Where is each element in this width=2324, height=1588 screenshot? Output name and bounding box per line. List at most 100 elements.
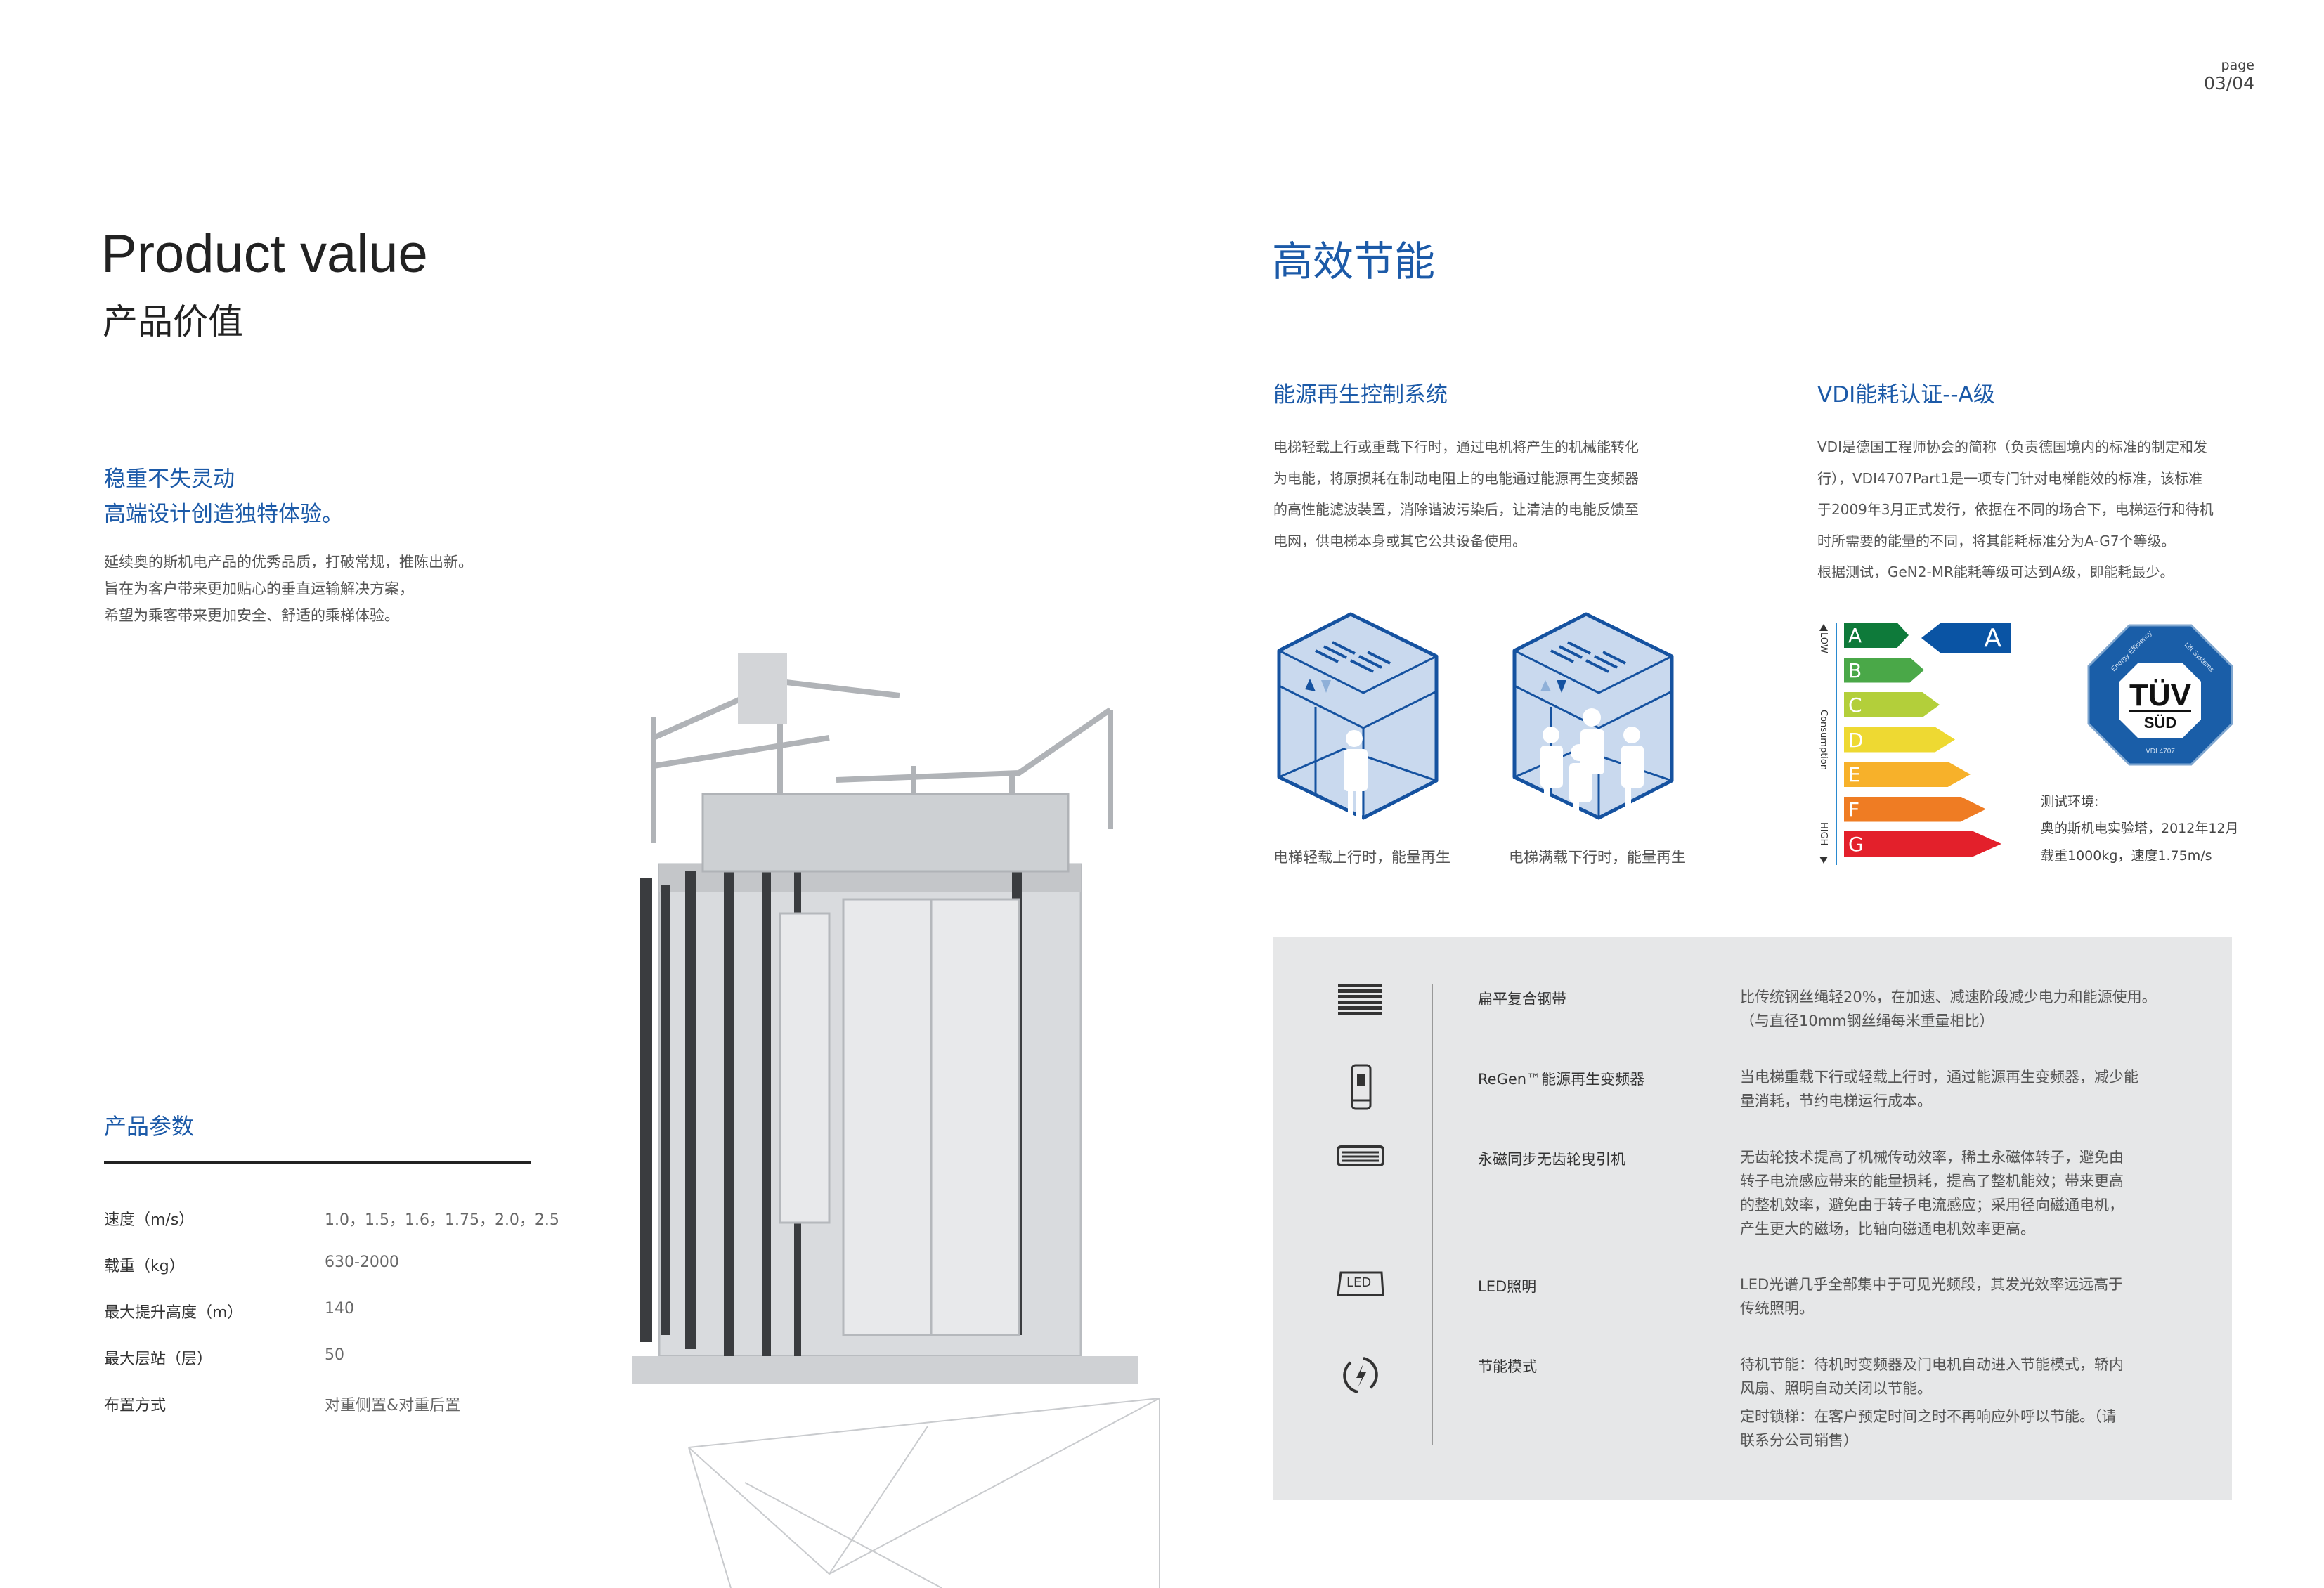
page-title: Product value xyxy=(101,224,428,284)
page-subtitle: 产品价值 xyxy=(103,301,243,342)
params-title: 产品参数 xyxy=(104,1113,195,1140)
axis-low: LOW xyxy=(1818,632,1829,653)
feature-description-line: 传统照明。 xyxy=(1740,1300,1814,1317)
paragraph-line: 电梯轻载上行或重载下行时，通过电机将产生的机械能转化 xyxy=(1273,438,1639,455)
grade-letter: E xyxy=(1848,763,1861,786)
axis-high: HIGH xyxy=(1818,822,1829,846)
paragraph-line: 的高性能滤波装置，消除谐波污染后，让清洁的电能反馈至 xyxy=(1273,501,1639,518)
feature-description-line: 比传统钢丝绳轻20%，在加速、减速阶段减少电力和能源使用。 xyxy=(1740,989,2157,1005)
grade-bar-d: D xyxy=(1844,727,1955,753)
feature-title: 扁平复合钢带 xyxy=(1478,991,1566,1008)
elevator-illustration xyxy=(632,653,1160,1588)
feature-description-line: 当电梯重载下行或轻载上行时，通过能源再生变频器，减少能 xyxy=(1740,1069,2138,1086)
feature-description-line: LED光谱几乎全部集中于可见光频段，其发光效率远远高于 xyxy=(1740,1276,2124,1293)
grade-bar-c: C xyxy=(1844,692,1940,717)
feature-description-line: 无齿轮技术提高了机械传动效率，稀土永磁体转子，避免由 xyxy=(1740,1149,2124,1166)
paragraph-line: 于2009年3月正式发行，依据在不同的场合下，电梯运行和待机 xyxy=(1817,501,2214,518)
flat-belt-icon xyxy=(1335,982,1386,1033)
led-icon: LED xyxy=(1335,1270,1386,1320)
axis-consumption: Consumption xyxy=(1818,710,1829,771)
slogan-line: 稳重不失灵动 xyxy=(104,467,235,492)
regen-paragraph: 电梯轻载上行或重载下行时，通过电机将产生的机械能转化为电能，将原损耗在制动电阻上… xyxy=(1273,431,1639,557)
page-label: page xyxy=(2221,58,2254,73)
feature-description: 比传统钢丝绳轻20%，在加速、减速阶段减少电力和能源使用。 （与直径10mm钢丝绳… xyxy=(1740,985,2176,1033)
page-number: 03/04 xyxy=(2203,73,2254,93)
grade-bar-e: E xyxy=(1844,762,1971,787)
tuv-sud-logo: TÜV SÜD VDI 4707 Energy Efficiency Lift … xyxy=(2087,624,2233,766)
grade-bar-b: B xyxy=(1844,657,1924,683)
intro-line: 延续奥的斯机电产品的优秀品质，打破常规，推陈出新。 xyxy=(104,554,473,571)
grade-bar-f: F xyxy=(1844,796,1986,822)
param-label: 速度（m/s） xyxy=(104,1211,195,1229)
test-env-line: 载重1000kg，速度1.75m/s xyxy=(2041,848,2212,864)
paragraph-line: VDI是德国工程师协会的简称（负责德国境内的标准的制定和发 xyxy=(1817,438,2207,455)
grade-letter: A xyxy=(1848,624,1862,647)
intro-line: 希望为乘客带来更加安全、舒适的乘梯体验。 xyxy=(104,607,399,624)
feature-description: 无齿轮技术提高了机械传动效率，稀土永磁体转子，避免由转子电流感应带来的能量损耗，… xyxy=(1740,1145,2176,1241)
features-divider xyxy=(1432,984,1433,1445)
feature-description-line: 风扇、照明自动关闭以节能。 xyxy=(1740,1380,1932,1397)
feature-description-line: 的整机效率，避免由于转子电流感应；采用径向磁通电机， xyxy=(1740,1197,2124,1213)
intro-line: 旨在为客户带来更加贴心的垂直运输解决方案， xyxy=(104,580,414,597)
grade-letter: G xyxy=(1848,833,1864,856)
energy-mode-icon xyxy=(1335,1350,1386,1400)
feature-description: LED光谱几乎全部集中于可见光频段，其发光效率远远高于传统照明。 xyxy=(1740,1273,2176,1320)
param-label: 布置方式 xyxy=(104,1397,167,1414)
gearless-machine-icon xyxy=(1335,1143,1386,1193)
slogan-line: 高端设计创造独特体验。 xyxy=(104,502,344,527)
consumption-axis: LOW Consumption HIGH xyxy=(1817,623,1830,865)
vdi-title: VDI能耗认证--A级 xyxy=(1817,382,1995,408)
feature-description-line: 定时锁梯：在客户预定时间之时不再响应外呼以节能。（请 xyxy=(1740,1408,2117,1425)
svg-text:SÜD: SÜD xyxy=(2144,714,2176,731)
grade-letter: D xyxy=(1848,728,1864,752)
feature-description-line: 量消耗，节约电梯运行成本。 xyxy=(1740,1093,1932,1109)
feature-description-line: 待机节能：待机时变频器及门电机自动进入节能模式，轿内 xyxy=(1740,1356,2124,1373)
param-value: 630-2000 xyxy=(325,1254,399,1271)
svg-text:VDI 4707: VDI 4707 xyxy=(2146,748,2175,755)
grade-letter: B xyxy=(1848,658,1862,682)
feature-title: LED照明 xyxy=(1478,1278,1537,1295)
rating-arrow: A xyxy=(1921,623,2011,653)
cabin-caption: 电梯轻载上行时，能量再生 xyxy=(1273,849,1450,866)
section-title: 高效节能 xyxy=(1272,237,1436,285)
grade-bar-a: A xyxy=(1844,623,1909,648)
feature-description: 当电梯重载下行或轻载上行时，通过能源再生变频器，减少能量消耗，节约电梯运行成本。 xyxy=(1740,1065,2176,1113)
features-panel xyxy=(1273,937,2232,1500)
cabin-caption: 电梯满载下行时，能量再生 xyxy=(1509,849,1686,866)
param-value: 50 xyxy=(325,1346,344,1364)
test-env-line: 奥的斯机电实验塔，2012年12月 xyxy=(2041,821,2239,836)
paragraph-line: 时所需要的能量的不同，将其能耗标准分为A-G7个等级。 xyxy=(1817,532,2176,549)
paragraph-line: 电网，供电梯本身或其它公共设备使用。 xyxy=(1273,532,1526,549)
param-value: 140 xyxy=(325,1300,354,1317)
grade-letter: F xyxy=(1848,798,1860,821)
vdi-paragraph: VDI是德国工程师协会的简称（负责德国境内的标准的制定和发行），VDI4707P… xyxy=(1817,431,2214,588)
grade-letter: C xyxy=(1848,694,1862,717)
led-icon-text: LED xyxy=(1346,1275,1372,1290)
paragraph-line: 行），VDI4707Part1是一项专门针对电梯能效的标准，该标准 xyxy=(1817,469,2203,487)
param-value: 1.0，1.5，1.6，1.75，2.0，2.5 xyxy=(325,1211,559,1229)
feature-description-line: （与直径10mm钢丝绳每米重量相比） xyxy=(1740,1013,1994,1029)
feature-description: 待机节能：待机时变频器及门电机自动进入节能模式，轿内风扇、照明自动关闭以节能。定… xyxy=(1740,1353,2176,1452)
grade-bar-g: G xyxy=(1844,831,2001,857)
cabin-light-up-illustration xyxy=(1277,612,1439,820)
feature-description-line: 转子电流感应带来的能量损耗，提高了整机能效；带来更高 xyxy=(1740,1173,2124,1190)
paragraph-line: 根据测试，GeN2-MR能耗等级可达到A级，即能耗最少。 xyxy=(1817,564,2174,580)
feature-title: 节能模式 xyxy=(1478,1358,1537,1375)
feature-description-line: 产生更大的磁场，比轴向磁通电机效率更高。 xyxy=(1740,1221,2035,1237)
paragraph-line: 为电能，将原损耗在制动电阻上的电能通过能源再生变频器 xyxy=(1273,469,1639,487)
feature-title: 永磁同步无齿轮曳引机 xyxy=(1478,1151,1625,1168)
rating-letter: A xyxy=(1984,624,2001,653)
logo-text: TÜV xyxy=(2129,678,2192,712)
test-env-label: 测试环境: xyxy=(2041,794,2099,809)
param-label: 载重（kg） xyxy=(104,1258,185,1275)
param-label: 最大提升高度（m） xyxy=(104,1304,243,1322)
regen-title: 能源再生控制系统 xyxy=(1273,382,1448,408)
cabin-full-down-illustration xyxy=(1512,612,1674,820)
param-value: 对重侧置&对重后置 xyxy=(325,1397,461,1414)
params-divider xyxy=(104,1161,531,1164)
param-label: 最大层站（层） xyxy=(104,1351,213,1368)
inverter-icon xyxy=(1335,1062,1386,1113)
feature-title: ReGen™能源再生变频器 xyxy=(1478,1071,1645,1088)
feature-description-line: 联系分公司销售） xyxy=(1740,1432,1858,1449)
